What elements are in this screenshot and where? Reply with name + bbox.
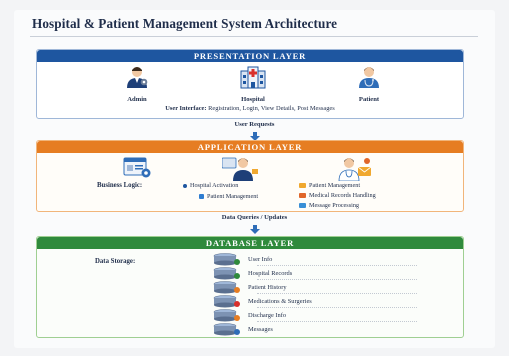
user-interface-label: User Interface: (165, 105, 207, 112)
patient-icon (359, 67, 379, 88)
down-arrow-icon (249, 225, 260, 234)
actor-patient: Patient (339, 65, 399, 103)
actor-hospital-label: Hospital (241, 96, 265, 103)
logic-patient-management-2-label: Patient Management (309, 182, 361, 189)
doctor-messages-icon (338, 158, 372, 181)
logic-medical-records-label: Medical Records Handling (309, 192, 376, 199)
flow-data-queries: Data Queries / Updates (0, 214, 509, 239)
presentation-layer-header: PRESENTATION LAYER (37, 50, 463, 62)
db-table-label: Hospital Records (248, 270, 293, 277)
message-icon (299, 203, 306, 208)
db-table-label: Discharge Info (248, 312, 287, 319)
database-icon (213, 281, 240, 294)
database-icon (213, 309, 240, 322)
row-divider (257, 321, 417, 322)
logic-message-processing-label: Message Processing (309, 202, 360, 209)
application-layer-header: APPLICATION LAYER (37, 141, 463, 153)
actor-admin: Admin (107, 65, 167, 103)
hospital-icon (240, 66, 266, 89)
logic-hospital-activation: Hospital Activation (183, 182, 238, 189)
data-storage-label: Data Storage: (95, 258, 136, 265)
database-icon (213, 323, 240, 336)
logic-hospital-activation-label: Hospital Activation (190, 182, 239, 189)
row-divider (257, 265, 417, 266)
database-icon (213, 267, 240, 280)
admin-dashboard-icon (123, 157, 151, 178)
bullet-icon (183, 183, 187, 188)
medical-records-icon (299, 193, 306, 198)
business-logic-label: Business Logic: (97, 182, 143, 189)
db-table-medications-surgeries: Medications & Surgeries (213, 295, 417, 308)
actor-patient-label: Patient (358, 96, 380, 103)
db-table-hospital-records: Hospital Records (213, 267, 417, 280)
row-divider (257, 307, 417, 308)
patient-management-icon (299, 183, 306, 188)
actor-admin-label: Admin (127, 96, 147, 103)
db-table-label: User Info (248, 256, 273, 263)
doctor-patient-icon (222, 157, 258, 181)
db-table-user-info: User Info (213, 253, 417, 266)
user-interface-text: Registration, Login, View Details, Post … (208, 105, 335, 112)
db-table-discharge-info: Discharge Info (213, 309, 417, 322)
logic-patient-management: Patient Management (199, 193, 258, 200)
database-layer-header: DATABASE LAYER (37, 237, 463, 249)
flow-user-requests: User Requests (0, 121, 509, 146)
actor-hospital: Hospital (223, 65, 283, 103)
user-interface-line: User Interface: Registration, Login, Vie… (37, 105, 463, 112)
down-arrow-icon (249, 132, 260, 141)
database-icon (213, 295, 240, 308)
admin-icon (127, 67, 148, 88)
flow-data-queries-label: Data Queries / Updates (221, 214, 288, 221)
logic-message-processing: Message Processing (299, 202, 359, 209)
database-icon (213, 253, 240, 266)
row-divider (257, 279, 417, 280)
presentation-layer: PRESENTATION LAYER Admin Hospital (36, 49, 464, 119)
row-divider (257, 293, 417, 294)
db-table-label: Medications & Surgeries (248, 298, 312, 305)
db-table-label: Patient History (248, 284, 287, 291)
patient-management-icon (199, 194, 204, 199)
database-layer: DATABASE LAYER Data Storage: User Info H… (36, 236, 464, 338)
db-table-patient-history: Patient History (213, 281, 417, 294)
diagram-title: Hospital & Patient Management System Arc… (32, 16, 338, 31)
logic-patient-management-label: Patient Management (207, 193, 259, 200)
flow-user-requests-label: User Requests (234, 121, 275, 128)
logic-medical-records: Medical Records Handling (299, 192, 376, 199)
db-table-label: Messages (248, 326, 273, 333)
title-divider (30, 36, 478, 37)
application-layer: APPLICATION LAYER Business Logic: Hospit… (36, 140, 464, 212)
db-table-messages: Messages (213, 323, 273, 336)
logic-patient-management-2: Patient Management (299, 182, 360, 189)
